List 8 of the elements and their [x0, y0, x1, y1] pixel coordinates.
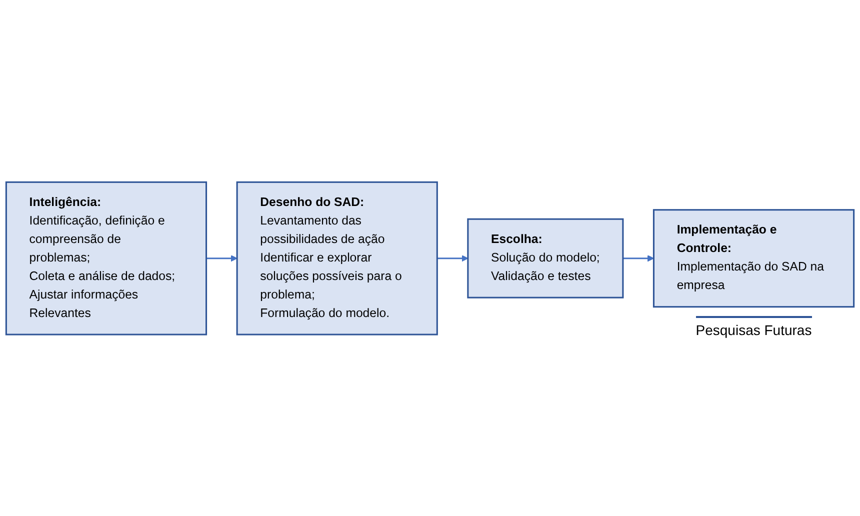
side-note: Pesquisas Futuras: [696, 316, 812, 338]
node-box: Implementação e Controle: Implementação do SAD na empresa: [652, 208, 855, 308]
node-box: Escolha: Solução do modelo; Validação e testes: [467, 218, 624, 298]
arrow: [622, 254, 654, 262]
node-box: Inteligência: Identificação, definição e compreensão de problemas; Coleta e análise de dados; Ajustar informações Relevantes: [5, 181, 208, 335]
arrow: [437, 254, 468, 262]
arrow: [206, 254, 238, 262]
node-box: Desenho do SAD: Levantamento das possibilidades de ação Identificar e explorar soluções possíveis para o problema; Formulação do modelo.: [236, 181, 438, 335]
